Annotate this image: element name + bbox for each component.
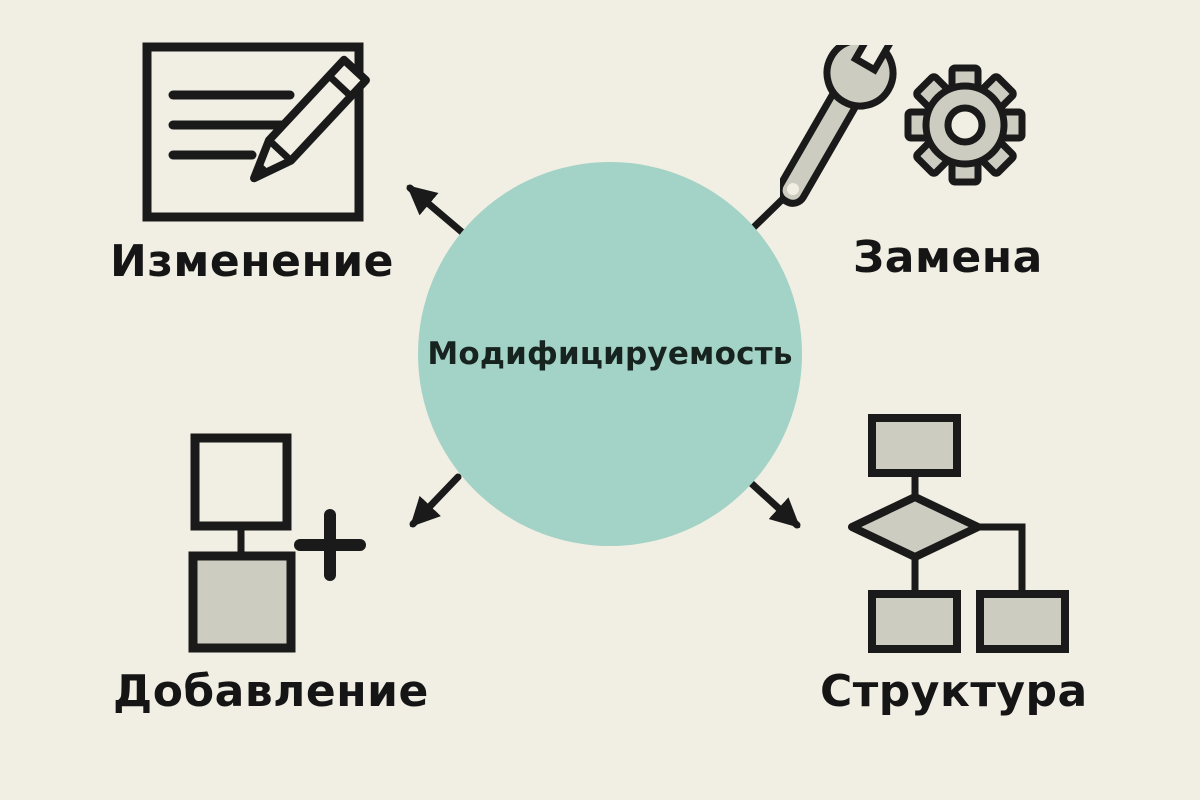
node-label-change: Изменение	[110, 236, 395, 287]
plus-icon	[294, 509, 366, 581]
document-pencil-icon	[142, 42, 370, 222]
pencil-icon	[250, 55, 370, 183]
arrow-to-addition	[409, 473, 462, 528]
document-text-lines	[168, 90, 295, 160]
top-block	[190, 433, 292, 531]
flow-top-box	[868, 414, 961, 477]
arrow-to-change	[406, 184, 467, 237]
center-node: Модифицируемость	[418, 162, 802, 546]
wrench-gear-icon	[780, 45, 1026, 207]
node-label-structure: Структура	[820, 666, 1088, 717]
flow-line-right	[978, 523, 1026, 594]
node-label-replacement: Замена	[853, 232, 1043, 283]
flow-right-box	[976, 590, 1069, 653]
bottom-block	[188, 551, 296, 653]
node-label-addition: Добавление	[113, 666, 429, 717]
flowchart-icon	[848, 414, 1069, 653]
wrench-icon	[780, 45, 901, 207]
document-outline	[142, 42, 364, 222]
flow-left-box	[868, 590, 961, 653]
center-label: Модифицируемость	[427, 336, 793, 372]
flow-decision-diamond	[848, 493, 982, 561]
add-blocks-icon	[188, 433, 366, 653]
gear-icon	[904, 64, 1026, 186]
